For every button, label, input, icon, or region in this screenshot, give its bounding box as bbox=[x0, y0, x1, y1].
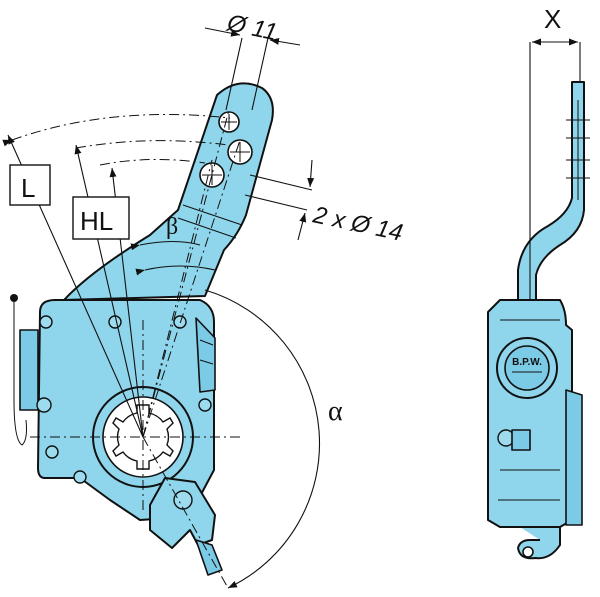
lever-arm bbox=[63, 82, 274, 301]
bolt-5 bbox=[198, 398, 212, 412]
lever-hole-small bbox=[218, 111, 240, 133]
holes-spec-label: 2 x Ø 14 bbox=[310, 201, 405, 246]
length-HL-box bbox=[72, 196, 130, 240]
offset-X-label: X bbox=[544, 4, 561, 34]
side-view: B.P.W. X bbox=[487, 4, 590, 560]
bolt-4 bbox=[45, 445, 59, 459]
length-L-label: L bbox=[21, 173, 35, 203]
length-L-box bbox=[9, 164, 51, 206]
logo-text: B.P.W. bbox=[512, 357, 542, 368]
side-bracket bbox=[19, 329, 39, 411]
side-view-arm bbox=[517, 81, 585, 301]
diameter-small-label: Ø 11 bbox=[224, 9, 280, 46]
push-rod-end bbox=[195, 539, 223, 576]
lever-hole-large-2 bbox=[199, 162, 225, 188]
lever-hole-large-1 bbox=[227, 139, 253, 165]
bolt-3 bbox=[173, 315, 187, 329]
bolt-2 bbox=[108, 315, 122, 329]
bpw-cap: B.P.W. bbox=[496, 337, 558, 399]
bolt-6 bbox=[73, 470, 87, 484]
length-HL-label: HL bbox=[80, 206, 113, 236]
side-view-body bbox=[487, 299, 573, 528]
angle-beta-label: β bbox=[166, 214, 178, 240]
bolt-1 bbox=[39, 315, 53, 329]
angle-alpha-label: α bbox=[328, 396, 343, 427]
front-view bbox=[10, 82, 274, 589]
